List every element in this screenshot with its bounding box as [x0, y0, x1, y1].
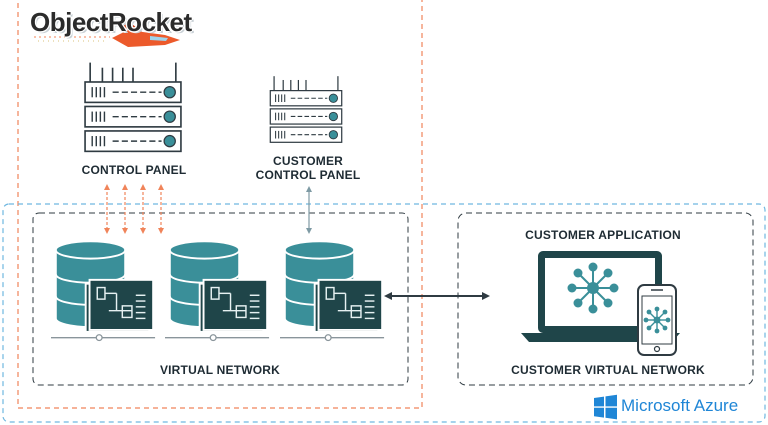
customer-control-panel-label: CUSTOMER CONTROL PANEL	[255, 154, 361, 182]
customer-control-panel-rack-icon	[269, 75, 343, 143]
microsoft-azure-logo-text: Microsoft Azure	[621, 396, 739, 415]
database-icon-1	[51, 240, 157, 342]
control-panel-rack-icon	[84, 61, 182, 153]
control-panel-label: CONTROL PANEL	[81, 163, 187, 177]
customer-virtual-network-label: CUSTOMER VIRTUAL NETWORK	[511, 363, 705, 377]
objectrocket-boundary	[17, 0, 423, 409]
azure-boundary	[2, 203, 766, 423]
customer-application-label: CUSTOMER APPLICATION	[525, 228, 681, 242]
control-panel-links	[104, 184, 164, 234]
database-icon-2	[165, 240, 271, 342]
windows-logo-icon	[594, 394, 617, 420]
laptop-icon	[521, 251, 680, 342]
phone-icon	[637, 284, 677, 356]
database-icon-3	[280, 240, 386, 342]
objectrocket-logo: ObjectRocket	[30, 7, 192, 37]
virtual-network-label: VIRTUAL NETWORK	[159, 363, 281, 377]
rocket-icon	[34, 22, 180, 47]
